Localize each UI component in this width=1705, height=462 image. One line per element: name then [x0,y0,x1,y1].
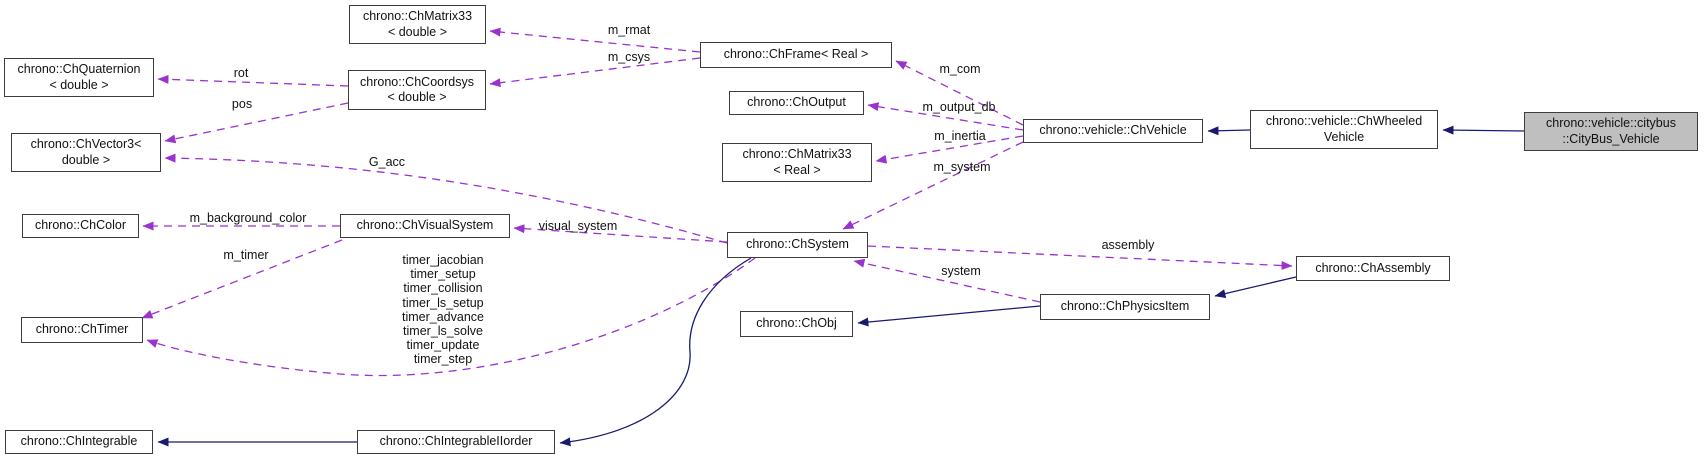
node-citybus-vehicle: chrono::vehicle::citybus ::CityBus_Vehic… [1524,112,1698,151]
edge-m-csys [489,57,701,88]
edge-inherit-physicsitem-obj [857,305,1041,327]
node-choutput[interactable]: chrono::ChOutput [729,91,864,115]
edge-timers [146,257,756,377]
node-chframe-real[interactable]: chrono::ChFrame< Real > [700,42,892,68]
edge-label-m-csys: m_csys [607,50,651,64]
edge-label-m-com: m_com [939,62,981,76]
node-chobj[interactable]: chrono::ChObj [740,311,853,337]
node-chintegrableiiorder[interactable]: chrono::ChIntegrableIIorder [357,430,555,454]
edge-m-timer [141,239,343,319]
edge-system [853,258,1041,303]
node-chvehicle[interactable]: chrono::vehicle::ChVehicle [1023,119,1203,143]
node-chmatrix33-real[interactable]: chrono::ChMatrix33 < Real > [722,143,872,182]
edge-label-pos: pos [231,97,253,111]
edge-rot [157,74,349,87]
edge-label-m-system: m_system [933,160,991,174]
edge-label-visual-system: visual_system [538,219,618,233]
edge-label-timers: timer_jacobian timer_setup timer_collisi… [402,253,484,367]
edge-inherit-assembly-physicsitem [1214,276,1297,298]
edge-label-m-rmat: m_rmat [607,23,651,37]
edge-m-rmat [489,27,701,53]
edge-m-system [842,141,1024,230]
node-chtimer[interactable]: chrono::ChTimer [21,317,143,343]
node-chcoordsys-double[interactable]: chrono::ChCoordsys < double > [348,70,486,110]
edge-inherit-system-iiorder [559,257,752,447]
node-chvisualsystem[interactable]: chrono::ChVisualSystem [340,214,510,238]
edge-inherit-wheeled-vehicle [1207,126,1251,136]
edge-m-output-db [867,102,1024,131]
node-chintegrable[interactable]: chrono::ChIntegrable [5,430,153,454]
edge-pos [164,102,349,144]
edge-visual-system [513,224,728,243]
node-chmatrix33-double[interactable]: chrono::ChMatrix33 < double > [349,5,486,44]
edge-label-g-acc: G_acc [368,155,406,169]
node-chvector3-double[interactable]: chrono::ChVector3< double > [11,133,161,172]
node-chwheeledvehicle[interactable]: chrono::vehicle::ChWheeled Vehicle [1250,110,1438,149]
edge-label-system: system [941,264,981,278]
node-chassembly[interactable]: chrono::ChAssembly [1296,256,1450,281]
edge-label-assembly: assembly [1101,238,1155,252]
edge-inherit-citybus-wheeled [1442,125,1525,135]
edge-label-m-background-color: m_background_color [189,211,307,225]
edge-assembly [867,245,1293,271]
edge-label-m-output-db: m_output_db [922,100,996,114]
node-chphysicsitem[interactable]: chrono::ChPhysicsItem [1040,294,1210,320]
node-chsystem[interactable]: chrono::ChSystem [727,232,868,258]
edge-label-rot: rot [233,66,249,80]
edge-m-com [895,60,1024,126]
node-chquaternion-double[interactable]: chrono::ChQuaternion < double > [4,58,154,97]
edge-label-m-timer: m_timer [223,248,269,262]
edge-m-inertia [875,135,1024,164]
edge-label-m-inertia: m_inertia [934,129,986,143]
edge-g-acc [164,153,728,244]
node-chcolor[interactable]: chrono::ChColor [22,214,139,238]
